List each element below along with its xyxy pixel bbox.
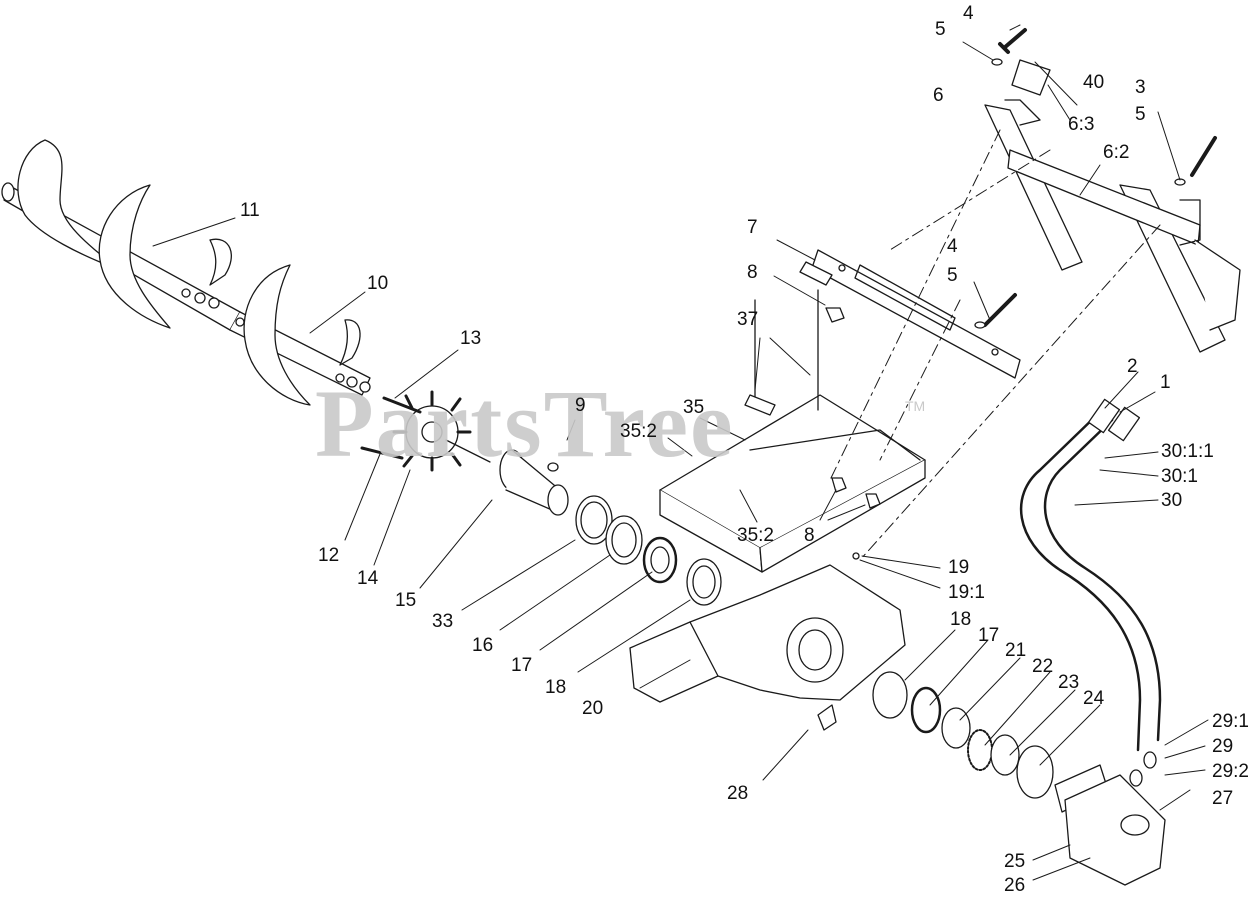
callout-19-1: 19:1 — [948, 582, 985, 603]
callout-30-1-1: 30:1:1 — [1161, 441, 1214, 462]
callout-20: 20 — [582, 698, 604, 719]
callout-13: 13 — [460, 328, 482, 349]
callout-8: 8 — [804, 525, 815, 546]
leader-lines — [152, 24, 1209, 881]
output-bearings — [872, 671, 1054, 799]
callout-29: 29 — [1212, 736, 1234, 757]
hydraulic-hoses — [1019, 398, 1162, 752]
callout-10: 10 — [367, 273, 389, 294]
watermark: PartsTree — [315, 370, 735, 477]
drive-shaft — [499, 449, 569, 516]
gearbox-housing — [629, 564, 906, 703]
callout-3: 3 — [1135, 77, 1146, 98]
hydraulic-motor — [817, 704, 1166, 886]
callout-16: 16 — [472, 635, 494, 656]
callout-24: 24 — [1083, 688, 1105, 709]
callout-5: 5 — [1135, 104, 1146, 125]
callout-8: 8 — [747, 262, 758, 283]
watermark-trademark: TM — [905, 398, 926, 414]
callout-26: 26 — [1004, 875, 1026, 896]
callout-5: 5 — [947, 265, 958, 286]
callout-19: 19 — [948, 557, 970, 578]
callout-12: 12 — [318, 545, 340, 566]
callout-9: 9 — [575, 395, 586, 416]
callout-4: 4 — [963, 3, 974, 24]
callout-22: 22 — [1032, 656, 1054, 677]
callout-29-1: 29:1 — [1212, 711, 1249, 732]
callout-11: 11 — [240, 200, 260, 221]
callout-35-2: 35:2 — [737, 525, 774, 546]
callout-14: 14 — [357, 568, 379, 589]
mount-plate — [811, 249, 1021, 379]
callout-27: 27 — [1212, 788, 1234, 809]
callout-2: 2 — [1127, 356, 1138, 377]
seal-and-bearings — [575, 495, 722, 606]
callout-4: 4 — [947, 236, 958, 257]
callout-6-2: 6:2 — [1103, 142, 1130, 163]
callout-33: 33 — [432, 611, 454, 632]
callout-28: 28 — [727, 783, 749, 804]
callout-35: 35 — [683, 397, 705, 418]
callout-15: 15 — [395, 590, 417, 611]
callout-30: 30 — [1161, 490, 1183, 511]
callout-1: 1 — [1160, 372, 1171, 393]
callout-25: 25 — [1004, 851, 1026, 872]
callout-35-2: 35:2 — [620, 421, 657, 442]
auger-bracket — [659, 261, 926, 573]
callout-7: 7 — [747, 217, 758, 238]
alignment-lines — [829, 129, 1161, 561]
sprocket — [360, 390, 491, 472]
callout-6-3: 6:3 — [1068, 114, 1095, 135]
callout-18: 18 — [545, 677, 567, 698]
callout-29-2: 29:2 — [1212, 761, 1249, 782]
callout-37: 37 — [737, 309, 759, 330]
frame-uprights — [984, 59, 1241, 353]
callout-40: 40 — [1083, 72, 1105, 93]
callout-18: 18 — [950, 609, 972, 630]
auger-assembly — [1, 139, 371, 406]
hardware-bolts — [825, 28, 1217, 560]
callout-17: 17 — [978, 625, 1000, 646]
callout-5: 5 — [935, 19, 946, 40]
callout-17: 17 — [511, 655, 533, 676]
callout-6: 6 — [933, 85, 944, 106]
callout-23: 23 — [1058, 672, 1080, 693]
callout-30-1: 30:1 — [1161, 466, 1198, 487]
callout-21: 21 — [1005, 640, 1027, 661]
